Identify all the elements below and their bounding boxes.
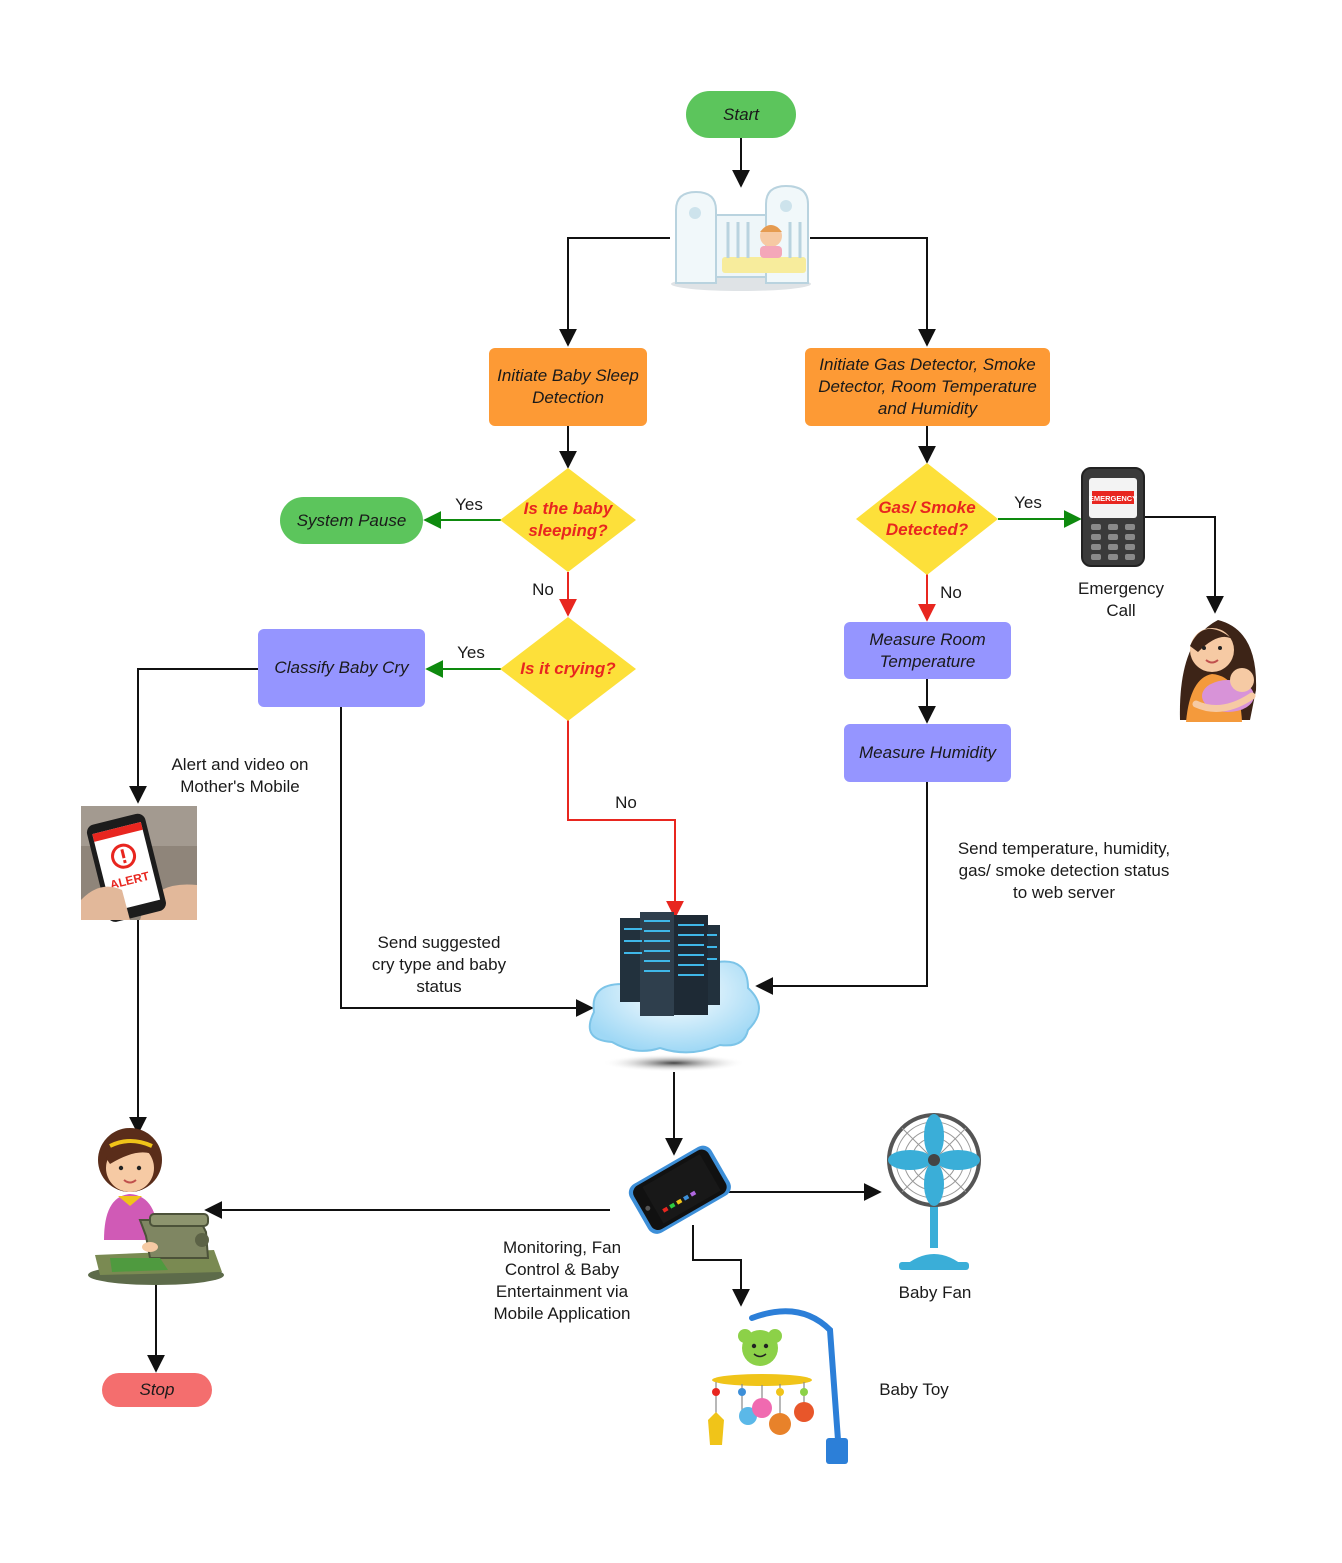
- gas-no-label: No: [940, 583, 962, 602]
- measure-room-temperature-box: Measure Room Temperature: [844, 622, 1011, 679]
- edge-crib-to-sensors: [810, 237, 936, 347]
- decision-sleeping-shape: [500, 468, 636, 572]
- decision-sleeping-text: Is the baby sleeping?: [523, 498, 613, 540]
- baby-fan-caption: Baby Fan: [898, 1283, 972, 1302]
- edge-crib-to-sleep: [559, 237, 670, 347]
- decision-crying-text: Is it crying?: [520, 658, 616, 678]
- crying-no-label: No: [615, 793, 637, 812]
- gas-yes-label: Yes: [1014, 493, 1042, 512]
- edge-classify-to-cloud: [340, 707, 594, 1017]
- emergency-call-caption: Emergency Call: [1078, 579, 1164, 621]
- edge-emergency-to-mother: [1143, 516, 1224, 614]
- send-environment-label: Send temperature, humidity, gas/ smoke d…: [957, 839, 1171, 903]
- sleeping-no-label: No: [532, 580, 554, 599]
- edge-crying-no: [567, 720, 684, 919]
- classify-baby-cry-box: Classify Baby Cry: [258, 629, 425, 707]
- alert-video-label: Alert and video on Mother's Mobile: [171, 755, 309, 797]
- send-cry-status-label: Send suggested cry type and baby status: [371, 933, 507, 997]
- start-terminal: Start: [686, 91, 796, 138]
- edge-phone-to-toy: [692, 1225, 750, 1307]
- sleeping-yes-label: Yes: [455, 495, 483, 514]
- crib-icon: [671, 184, 811, 291]
- initiate-sensors-box: Initiate Gas Detector, Smoke Detector, R…: [805, 348, 1050, 426]
- stop-terminal: Stop: [102, 1373, 212, 1407]
- cloud-server-icon: [588, 912, 760, 1072]
- edge-classify-to-alert: [129, 668, 258, 804]
- edge-humidity-to-cloud: [755, 782, 928, 995]
- initiate-sleep-detection-box: Initiate Baby Sleep Detection: [489, 348, 647, 426]
- measure-humidity-box: Measure Humidity: [844, 724, 1011, 782]
- alert-phone-icon: ALERT: [81, 806, 197, 922]
- decision-crying-shape: [500, 617, 636, 721]
- baby-toy-mobile-icon: [708, 1308, 848, 1464]
- decision-gas-shape: [856, 463, 998, 575]
- system-pause-terminal: System Pause: [280, 497, 423, 544]
- mobile-app-label: Monitoring, Fan Control & Baby Entertain…: [493, 1238, 631, 1324]
- crying-yes-label: Yes: [457, 643, 485, 662]
- fan-icon: [887, 1113, 981, 1270]
- mother-with-baby-icon: [1179, 620, 1257, 722]
- emergency-phone-icon: EMERGENCY: [1081, 467, 1145, 567]
- decision-gas-smoke-text: Gas/ Smoke Detected?: [878, 497, 976, 539]
- mother-sewing-icon: [88, 1128, 224, 1285]
- smartphone-icon: [628, 1145, 731, 1234]
- emergency-badge-text: EMERGENCY: [1089, 494, 1137, 503]
- baby-toy-caption: Baby Toy: [879, 1380, 949, 1399]
